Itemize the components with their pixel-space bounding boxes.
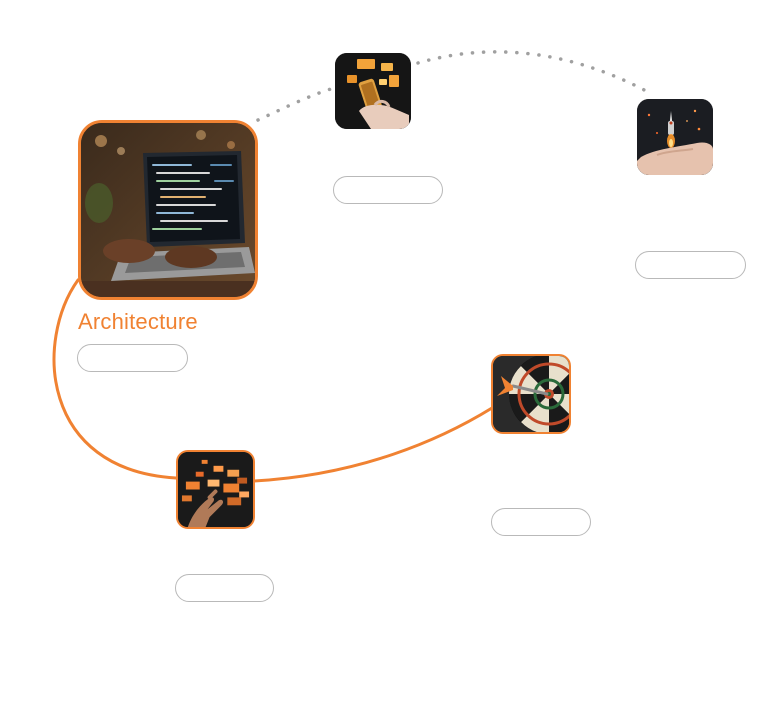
- laptop-code-icon: [81, 123, 255, 297]
- stage-5-image[interactable]: [176, 450, 255, 529]
- stage-architecture-title: Architecture: [78, 309, 198, 334]
- stage-5-pill: [175, 574, 274, 602]
- stage-3-pill: [635, 251, 746, 279]
- stage-3-image[interactable]: [637, 99, 713, 175]
- stage-2-pill: [333, 176, 443, 204]
- dart-on-target-icon: [493, 356, 569, 432]
- stage-architecture-pill: [77, 344, 188, 372]
- completed-path: [52, 278, 178, 480]
- stage-architecture-image[interactable]: [78, 120, 258, 300]
- upcoming-path: [256, 86, 336, 122]
- stage-4-pill: [491, 508, 591, 536]
- rocket-in-hand-icon: [637, 99, 713, 175]
- digital-blocks-hand-icon: [178, 452, 253, 527]
- smartphone-hologram-icon: [335, 53, 411, 129]
- upcoming-path-2: [416, 50, 650, 94]
- completed-path-2: [252, 406, 494, 483]
- stage-4-image[interactable]: [491, 354, 571, 434]
- stage-2-image[interactable]: [335, 53, 411, 129]
